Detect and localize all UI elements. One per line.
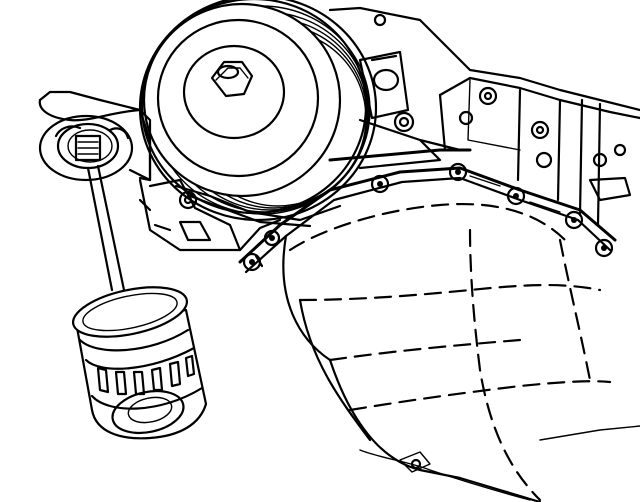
oil-pan bbox=[282, 203, 612, 502]
pan-bolt bbox=[370, 174, 390, 194]
crankshaft-pulley bbox=[138, 0, 378, 228]
oil-pan-flange bbox=[238, 162, 617, 274]
engine-block bbox=[328, 6, 640, 227]
pan-bolt bbox=[448, 162, 468, 182]
filter-grip-ridges bbox=[96, 354, 196, 396]
pan-bolt bbox=[564, 210, 584, 230]
front-cover bbox=[138, 178, 282, 252]
oil-filter bbox=[71, 286, 208, 440]
wiring-harness bbox=[359, 425, 640, 501]
pan-bolt bbox=[242, 252, 262, 272]
pan-bolt bbox=[594, 238, 614, 258]
install-guide-lines bbox=[86, 164, 126, 292]
filter-adapter bbox=[38, 90, 152, 182]
pan-bolt bbox=[263, 229, 281, 247]
pan-bolt bbox=[506, 186, 526, 206]
